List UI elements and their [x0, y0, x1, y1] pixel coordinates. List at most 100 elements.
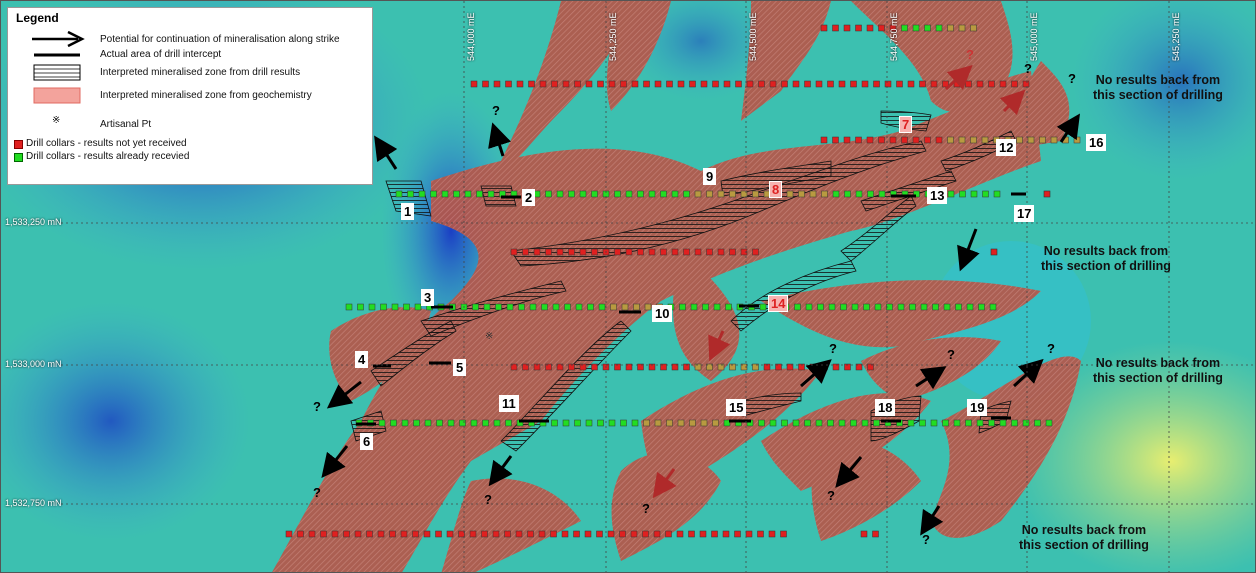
- legend-title: Legend: [16, 11, 59, 25]
- drill-collar: [551, 419, 558, 427]
- drill-collar: [610, 303, 617, 311]
- drill-collar: [930, 80, 938, 88]
- question-mark: ?: [642, 501, 650, 516]
- drill-collar: [608, 80, 616, 88]
- drill-collar: [912, 24, 920, 32]
- drill-collar: [832, 136, 839, 144]
- legend-item-intercept: Actual area of drill intercept: [8, 49, 372, 61]
- drill-collar: [620, 80, 627, 88]
- drill-collar: [648, 363, 656, 371]
- drill-collar: [757, 530, 764, 538]
- drill-collar: [805, 303, 813, 311]
- drill-collar: [401, 419, 409, 427]
- drill-collar: [510, 248, 518, 256]
- easting-label: 544,750 mE: [889, 12, 899, 61]
- drill-collar: [989, 303, 997, 311]
- drill-collar: [1022, 419, 1030, 427]
- drill-collar: [947, 136, 954, 144]
- drill-collar: [541, 303, 548, 311]
- drill-collar: [660, 363, 667, 371]
- drill-collar: [919, 419, 926, 427]
- drill-collar: [820, 136, 828, 144]
- drill-collar: [556, 190, 564, 198]
- drill-collar: [978, 303, 985, 311]
- drill-collar: [901, 24, 908, 32]
- drill-collar: [712, 80, 719, 88]
- drill-collar: [851, 303, 859, 311]
- drill-collar: [400, 530, 408, 538]
- drill-collar: [838, 80, 846, 88]
- drill-collar: [840, 303, 847, 311]
- drill-collar: [792, 419, 800, 427]
- drill-collar: [377, 530, 385, 538]
- drill-collar: [861, 419, 869, 427]
- drill-collar: [740, 248, 748, 256]
- drill-collar: [850, 419, 857, 427]
- drill-collar: [654, 80, 662, 88]
- drill-collar: [403, 303, 410, 311]
- drill-collar: [677, 80, 685, 88]
- drill-collar: [683, 190, 690, 198]
- drill-collar: [1073, 136, 1081, 144]
- drill-collar: [683, 248, 690, 256]
- drill-collar: [591, 363, 598, 371]
- drill-collar: [792, 80, 800, 88]
- drill-collar: [506, 303, 514, 311]
- drill-collar: [1034, 419, 1041, 427]
- northing-label: 1,533,000 mN: [5, 359, 62, 369]
- drill-collar: [832, 190, 840, 198]
- drill-collar: [516, 80, 524, 88]
- drill-collar: [735, 80, 742, 88]
- coordinate-grid: [61, 1, 1255, 572]
- question-mark: ?: [492, 103, 500, 118]
- drill-collar: [470, 80, 478, 88]
- drill-collar: [763, 363, 771, 371]
- drill-collar: [568, 190, 575, 198]
- drill-collar: [867, 363, 874, 371]
- drill-collar: [752, 363, 759, 371]
- drill-collar: [850, 80, 857, 88]
- hatch-box-icon: [33, 64, 81, 81]
- drill-collar: [671, 363, 679, 371]
- drill-collar: [453, 190, 460, 198]
- drill-collar: [722, 530, 730, 538]
- drill-collar: [470, 419, 478, 427]
- drill-collar: [320, 530, 327, 538]
- drill-collar: [597, 419, 604, 427]
- drill-collar: [723, 80, 731, 88]
- drill-collar: [953, 419, 961, 427]
- drill-collar: [545, 248, 552, 256]
- drill-collar: [775, 363, 782, 371]
- drill-collar: [752, 190, 759, 198]
- drill-collar: [1050, 136, 1058, 144]
- drill-collar: [357, 303, 364, 311]
- drill-collar: [677, 419, 685, 427]
- hole-label-15: 15: [726, 399, 747, 416]
- drill-collar: [515, 530, 523, 538]
- drill-collar: [538, 530, 546, 538]
- legend-item-arrow: Potential for continuation of mineralisa…: [8, 30, 372, 48]
- drill-collar: [556, 248, 564, 256]
- drill-collar: [935, 24, 943, 32]
- drill-collar: [873, 80, 880, 88]
- legend-item-drill-zone: Interpreted mineralised zone from drill …: [8, 64, 372, 82]
- drill-collar: [700, 419, 708, 427]
- drill-collar: [614, 190, 621, 198]
- drill-collar: [614, 248, 621, 256]
- northing-label: 1,533,250 mN: [5, 217, 62, 227]
- drill-collar: [786, 190, 794, 198]
- drill-collar: [966, 303, 974, 311]
- drill-collar: [932, 303, 939, 311]
- drill-collar: [631, 419, 639, 427]
- drill-collar: [935, 136, 943, 144]
- drill-collar: [671, 248, 679, 256]
- drill-collar: [781, 80, 788, 88]
- drill-collar: [988, 80, 995, 88]
- question-mark: ?: [1068, 71, 1076, 86]
- drill-collar: [734, 530, 741, 538]
- drill-collar: [713, 303, 721, 311]
- drill-collar: [683, 363, 690, 371]
